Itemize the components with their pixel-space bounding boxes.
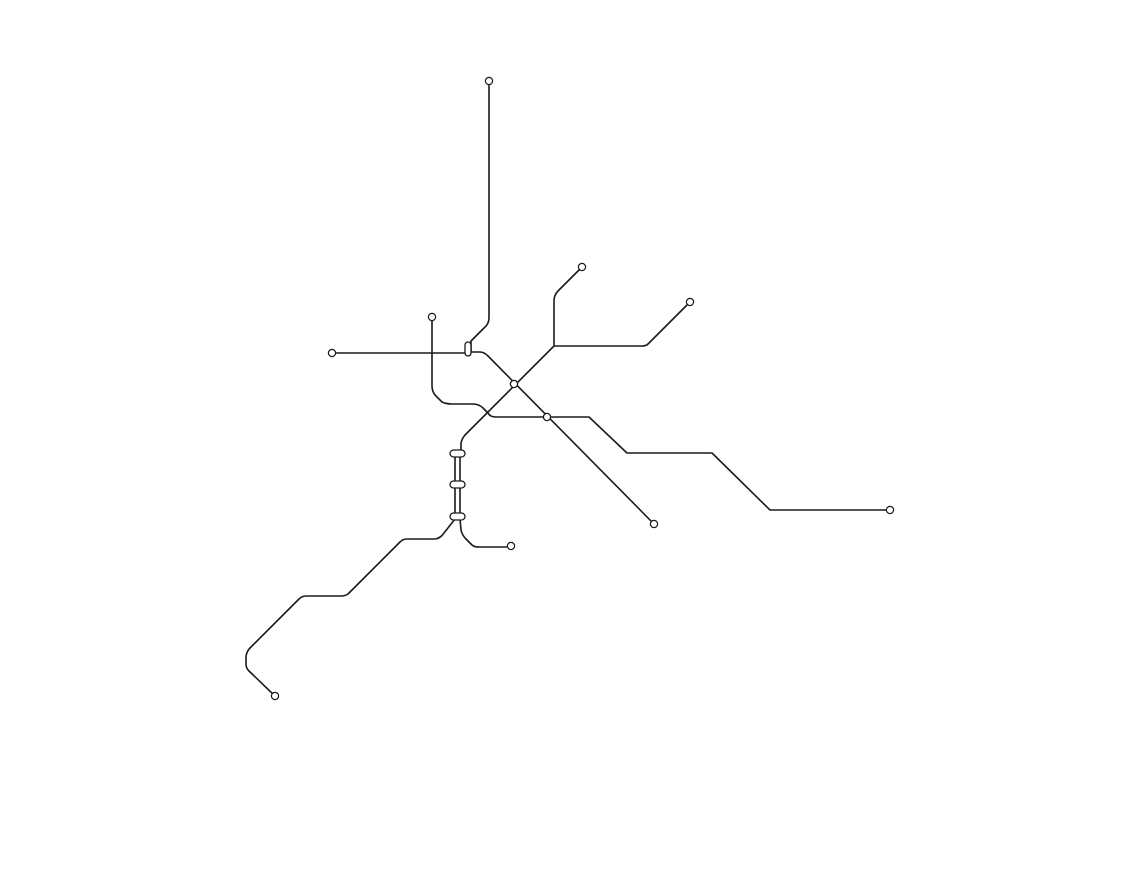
route-lines — [245, 80, 891, 697]
route-line-northeast-south — [554, 301, 691, 347]
terminus-north-fork[interactable] — [577, 262, 587, 272]
route-line-south-short — [459, 518, 512, 548]
route-line-north-fork — [460, 266, 583, 451]
terminus-northeast[interactable] — [685, 297, 695, 307]
route-line-northwest-east — [431, 316, 891, 511]
interchange-east[interactable] — [542, 412, 552, 422]
terminus-southeast[interactable] — [649, 519, 659, 529]
interchange-stations — [449, 341, 552, 521]
terminus-south-short[interactable] — [506, 541, 516, 551]
terminus-northwest[interactable] — [427, 312, 437, 322]
terminus-southwest[interactable] — [270, 691, 280, 701]
terminus-north[interactable] — [484, 76, 494, 86]
route-line-north-southeast — [470, 80, 655, 525]
interchange-north[interactable] — [464, 341, 472, 357]
terminus-stations — [270, 76, 895, 701]
interchange-trunk-2[interactable] — [449, 480, 466, 489]
interchange-trunk-3[interactable] — [449, 512, 466, 521]
interchange-trunk-1[interactable] — [449, 449, 466, 458]
route-line-southwest — [245, 518, 456, 697]
terminus-east[interactable] — [885, 505, 895, 515]
terminus-west[interactable] — [327, 348, 337, 358]
interchange-central[interactable] — [509, 379, 519, 389]
